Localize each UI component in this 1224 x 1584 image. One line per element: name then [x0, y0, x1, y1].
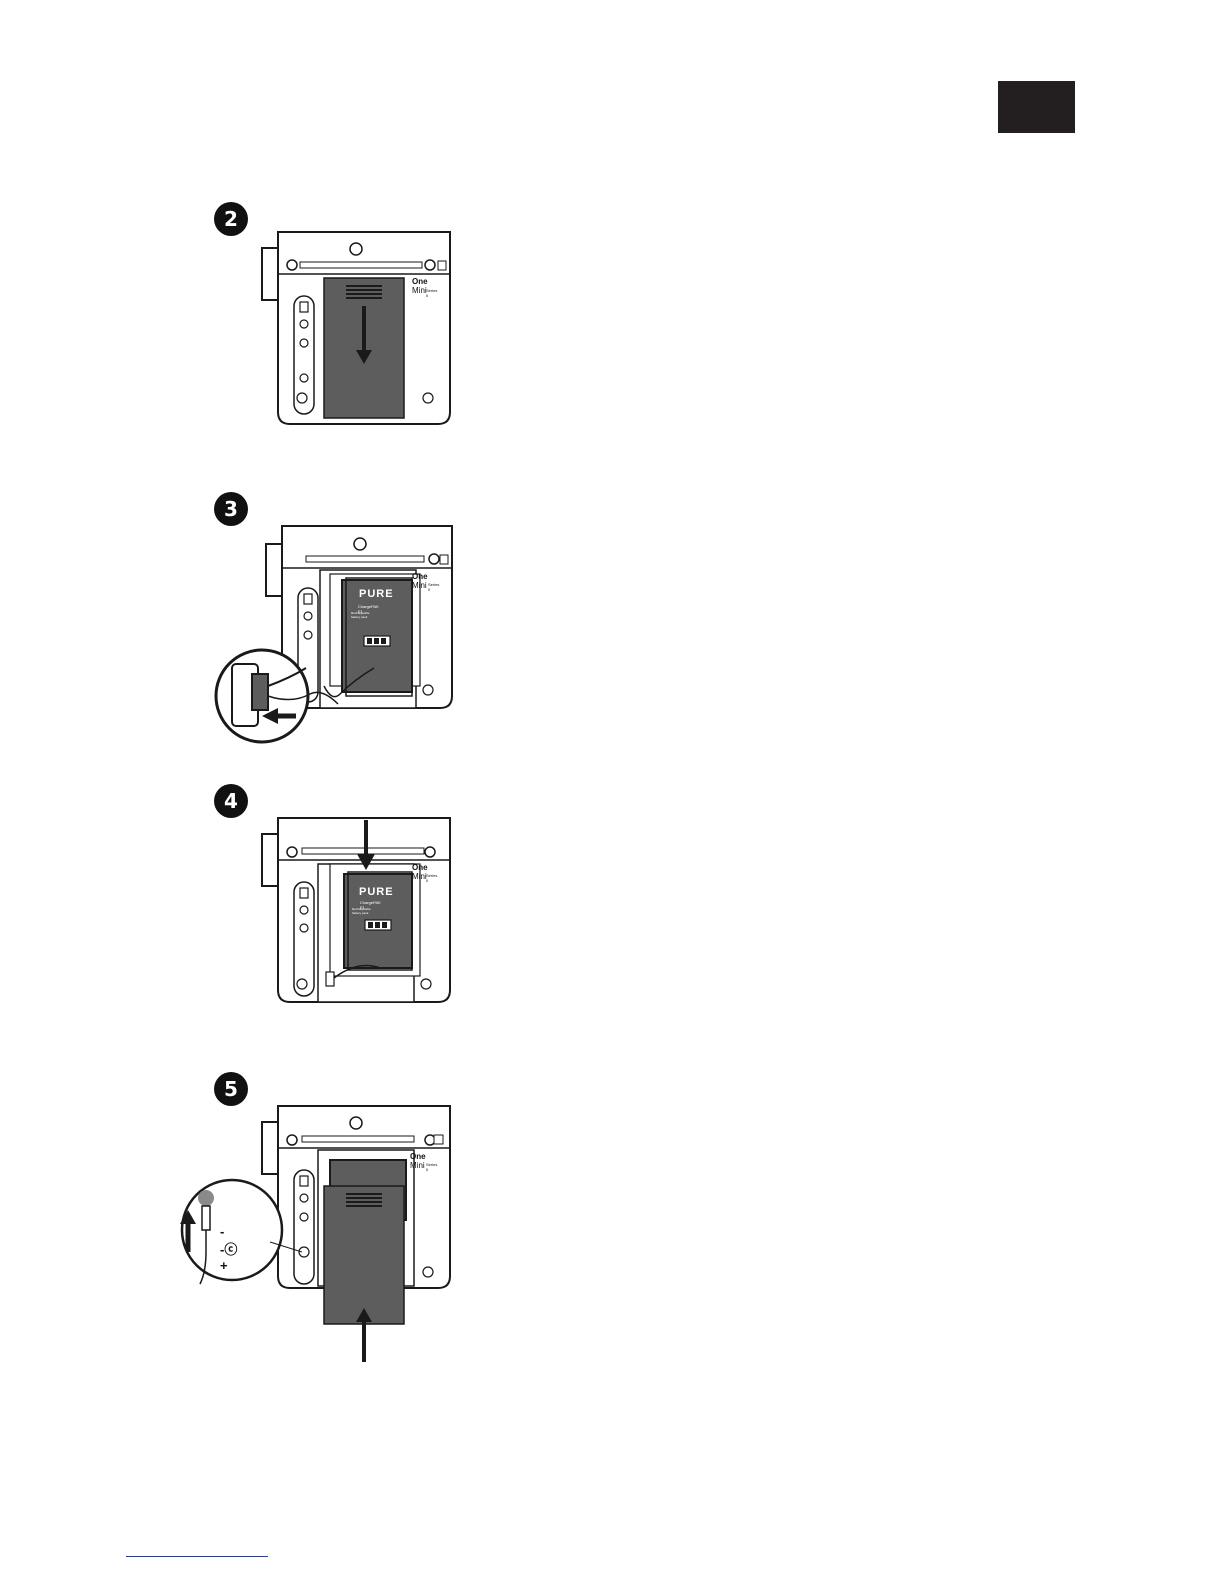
radio-battery-insert-illustration	[248, 810, 508, 1040]
section-tab	[998, 81, 1075, 133]
radio-back-illustration	[248, 228, 508, 458]
footer-link[interactable]	[126, 1556, 268, 1557]
battery-brand: PURE	[359, 886, 394, 898]
device-series: Series II	[426, 873, 437, 883]
step-number-badge: 5	[214, 1072, 248, 1106]
device-series: Series II	[428, 582, 439, 592]
device-brand-bold: One	[412, 572, 428, 581]
device-brand-bold: One	[412, 863, 428, 872]
battery-subtitle: Rechargeable battery pack	[351, 611, 370, 619]
device-brand-light: Mini	[412, 581, 427, 590]
device-brand-light: Mini	[412, 872, 427, 881]
battery-brand: PURE	[359, 588, 394, 600]
device-brand-bold: One	[410, 1152, 426, 1161]
radio-battery-connect-illustration	[214, 518, 474, 758]
device-brand-light: Mini	[410, 1161, 425, 1170]
step-number-badge: 4	[214, 784, 248, 818]
device-series: Series II	[426, 288, 437, 298]
dc-polarity-symbol: - -ⓒ +	[220, 1224, 237, 1273]
radio-cover-close-illustration	[172, 1102, 472, 1402]
device-series: Series II	[426, 1162, 437, 1172]
battery-subtitle: Rechargeable battery pack	[352, 907, 371, 915]
step-number-badge: 2	[214, 202, 248, 236]
device-brand-bold: One	[412, 277, 428, 286]
device-brand-light: Mini	[412, 286, 427, 295]
